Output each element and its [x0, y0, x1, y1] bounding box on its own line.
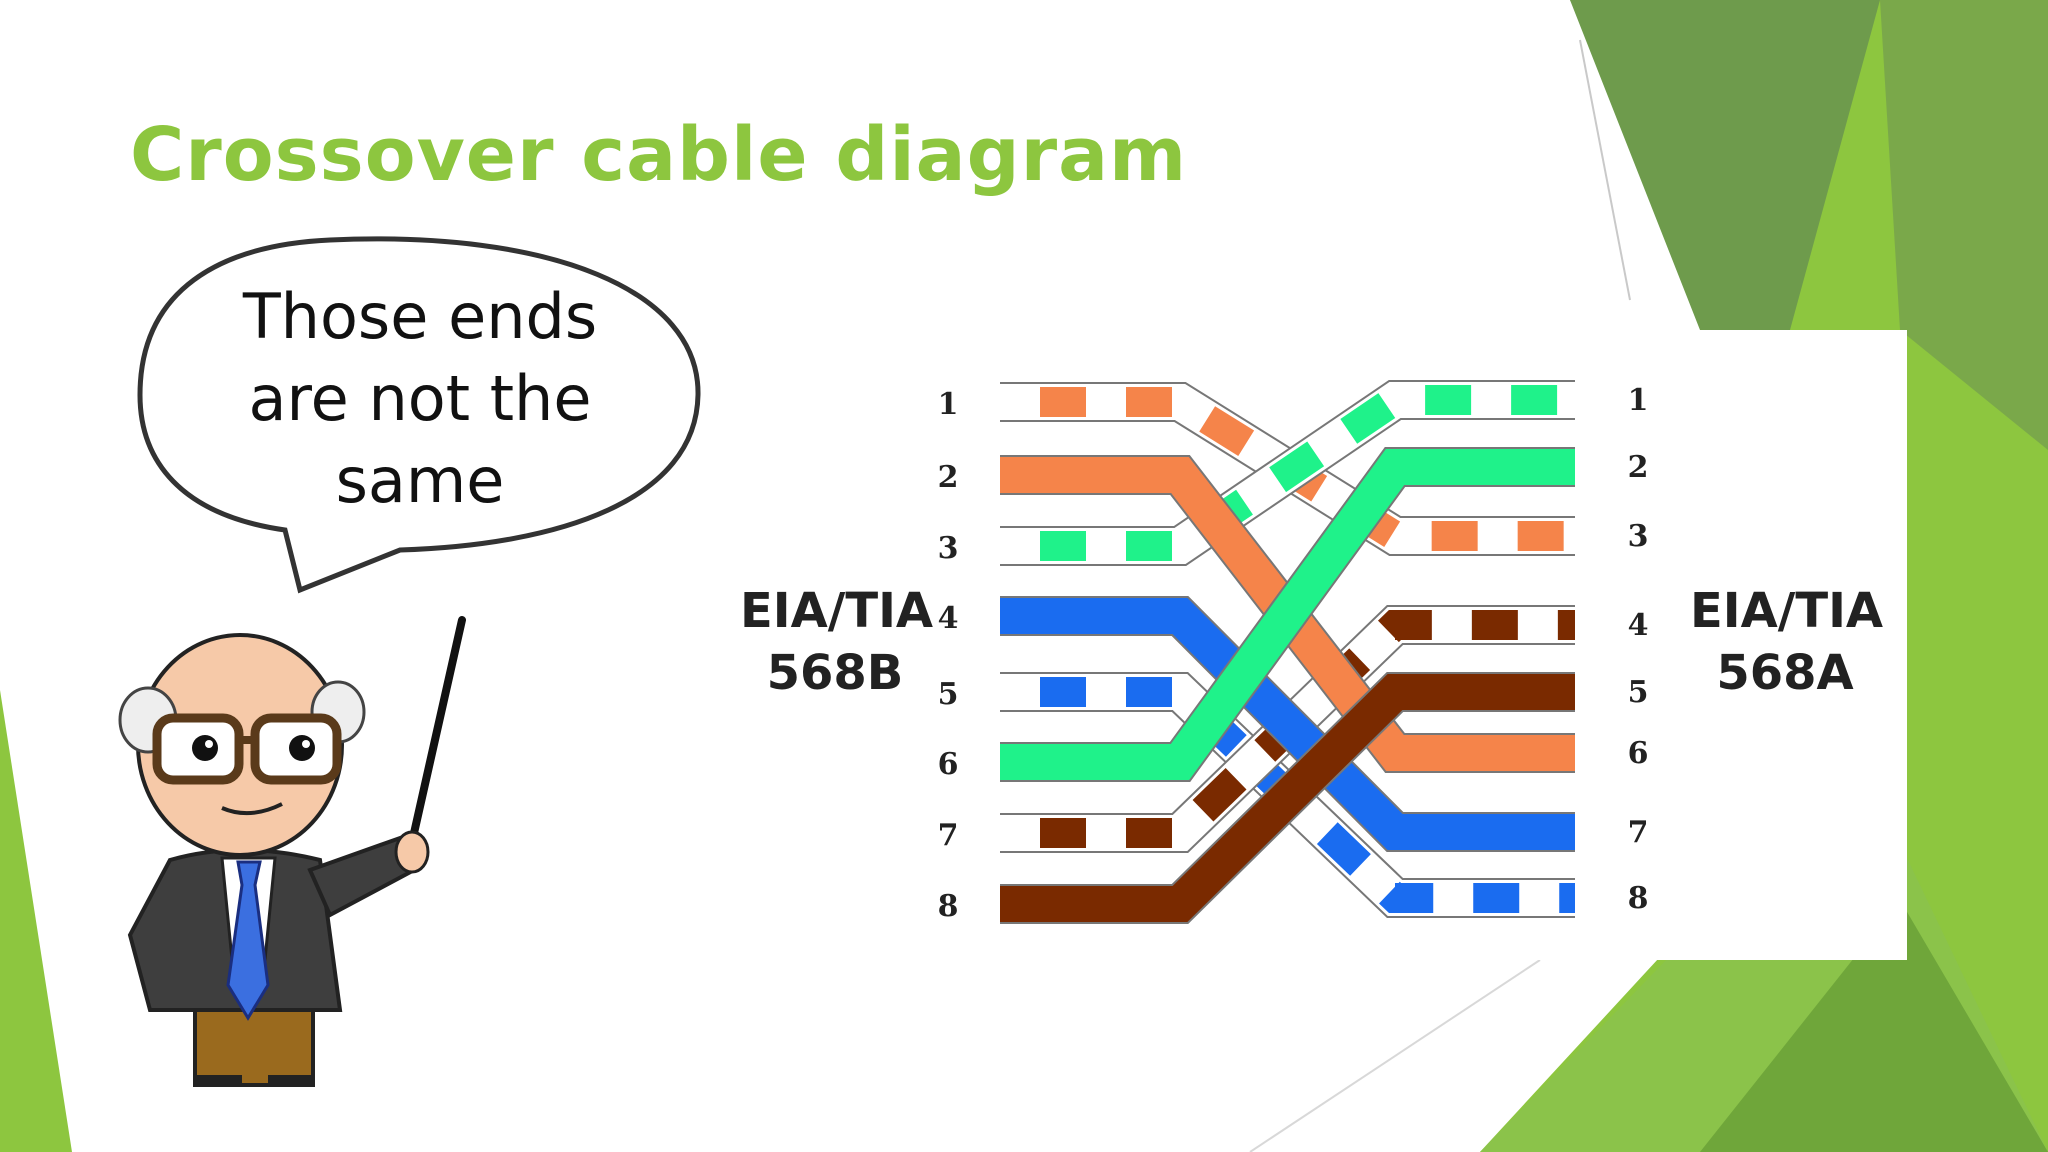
- left-pin-number: 5: [938, 677, 959, 712]
- background-thin-line-2: [1249, 959, 1541, 1152]
- left-pin-number: 4: [938, 601, 959, 636]
- speech-line: same: [335, 444, 505, 517]
- speech-line: Those ends: [242, 280, 598, 353]
- right-pin-number: 7: [1628, 815, 1649, 850]
- speech-bubble-text: Those ends are not the same: [200, 276, 640, 522]
- right-pin-number: 6: [1628, 736, 1649, 771]
- pointer-stick: [408, 616, 466, 846]
- professor-tie: [226, 860, 270, 1021]
- wire-green-stripe: [1000, 385, 1575, 561]
- right-standard-line: 568A: [1716, 645, 1854, 701]
- right-pin-number: 5: [1628, 675, 1649, 710]
- right-green-panel-mid: [1880, 0, 2048, 450]
- right-pin-number: 4: [1628, 608, 1649, 643]
- background-thin-line: [1579, 39, 1631, 301]
- left-pin-number: 2: [938, 460, 959, 495]
- wire-blue-solid: [1000, 598, 1575, 850]
- speech-line: are not the: [248, 362, 592, 435]
- right-standard-line: EIA/TIA: [1690, 583, 1884, 639]
- right-pin-number: 1: [1628, 383, 1649, 418]
- right-standard-label: EIA/TIA 568A: [1690, 580, 1884, 704]
- bottom-green-wedge: [1700, 900, 2048, 1152]
- pin-numbers-layer: 1 1 2 2 3 3 4 4 5 5 6 6 7 7 8 8: [938, 383, 1649, 924]
- left-pin-number: 3: [938, 531, 959, 566]
- left-pin-number: 6: [938, 747, 959, 782]
- left-green-sliver: [0, 690, 72, 1152]
- wire-brown-solid: [1000, 674, 1575, 922]
- right-pin-number: 2: [1628, 450, 1649, 485]
- left-pin-number: 1: [938, 387, 959, 422]
- page-title: Crossover cable diagram: [130, 112, 1188, 198]
- right-pin-number: 3: [1628, 519, 1649, 554]
- left-pin-number: 8: [938, 889, 959, 924]
- wire-green-solid: [1000, 449, 1575, 780]
- left-standard-line: EIA/TIA: [740, 583, 934, 639]
- right-green-panel-dark: [1570, 0, 1880, 330]
- left-pin-number: 7: [938, 818, 959, 853]
- right-pin-number: 8: [1628, 881, 1649, 916]
- left-standard-line: 568B: [766, 645, 904, 701]
- left-standard-label: EIA/TIA 568B: [740, 580, 934, 704]
- wires-layer: [1000, 380, 1575, 924]
